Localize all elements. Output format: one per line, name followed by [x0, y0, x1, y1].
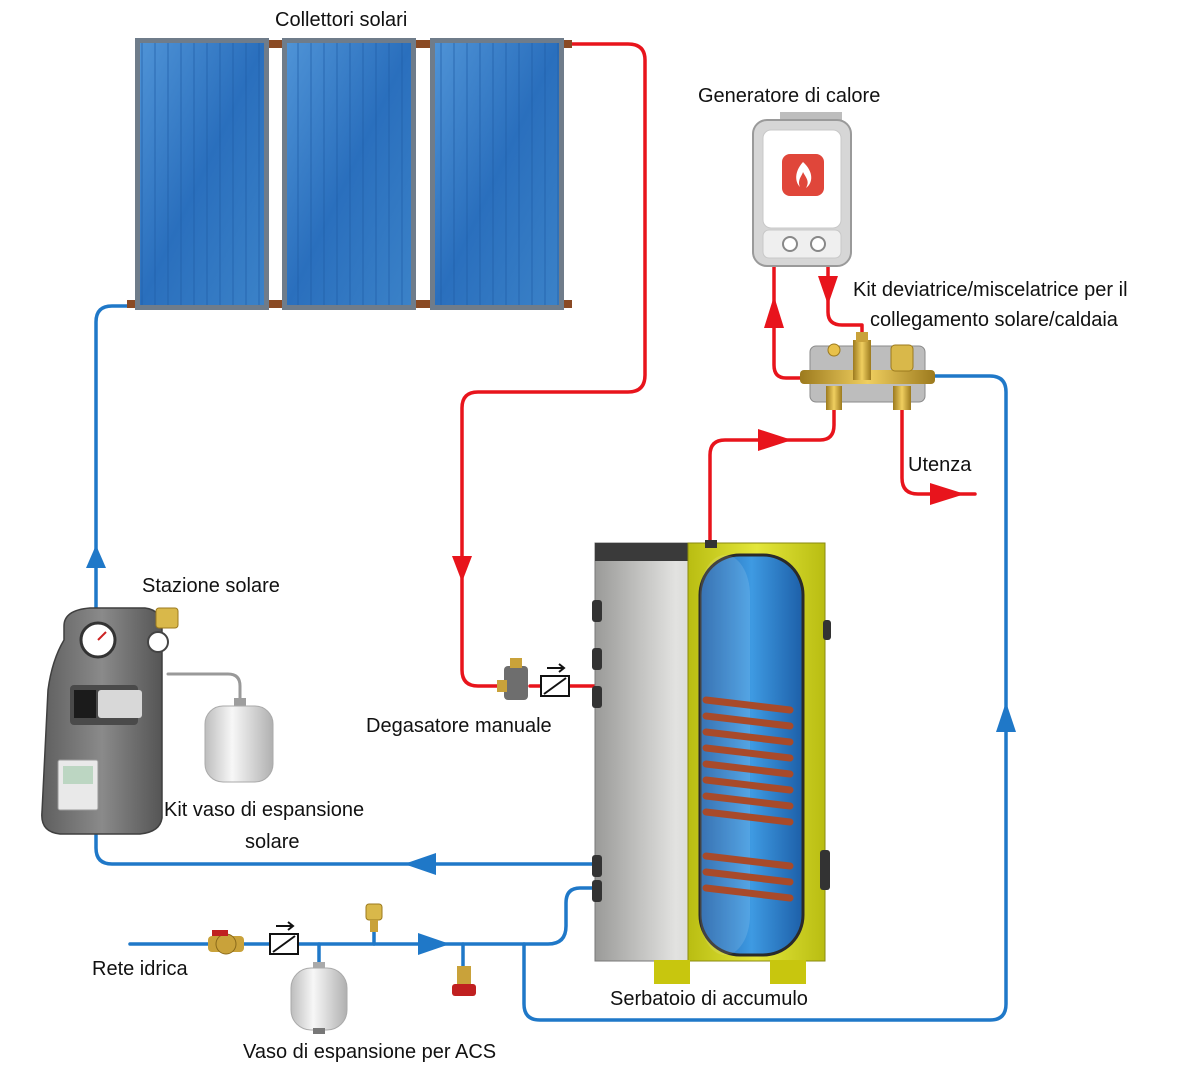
arrow-left-return	[404, 853, 436, 875]
pipe-station-to-collectors	[94, 304, 137, 612]
collector-panel-1	[135, 38, 269, 310]
label-kit-line1: Kit deviatrice/miscelatrice per il	[853, 279, 1128, 301]
acs-vessel-icon	[290, 962, 348, 1034]
ball-valve-icon	[208, 930, 244, 955]
arrow-right-utenza	[930, 483, 965, 505]
mixing-valve-icon	[800, 332, 935, 410]
label-solar-station: Stazione solare	[142, 575, 280, 597]
drain-valve-icon	[452, 966, 476, 996]
flow-arrows	[86, 276, 1016, 955]
arrow-up-station	[86, 545, 106, 568]
boiler-icon	[752, 112, 852, 267]
arrow-right-mains	[418, 933, 450, 955]
collector-panel-3	[430, 38, 564, 310]
collector-panel-2	[282, 38, 416, 310]
pipe-tank-to-kit	[708, 403, 836, 547]
label-generator: Generatore di calore	[698, 85, 881, 107]
label-tank: Serbatoio di accumulo	[610, 988, 808, 1010]
label-exp-kit-line2: solare	[245, 831, 300, 853]
coil	[702, 696, 794, 902]
storage-tank-icon	[592, 540, 831, 984]
check-valve-acs-icon	[269, 921, 299, 955]
check-valve-icon	[540, 663, 570, 697]
cold-pipes	[94, 304, 1008, 1022]
arrow-down-hot	[452, 556, 472, 582]
safety-valve-icon	[365, 903, 383, 932]
arrow-up-cold-kit	[996, 702, 1016, 732]
solar-panel-icon	[127, 38, 572, 310]
pipe-kit-to-boiler	[772, 260, 802, 380]
arrow-down-kit	[818, 276, 838, 305]
label-water-mains: Rete idrica	[92, 958, 188, 980]
label-utenza: Utenza	[908, 454, 972, 476]
arrow-right-tank-kit	[758, 429, 792, 451]
pump-station-icon	[41, 607, 179, 835]
arrow-up-boiler	[764, 296, 784, 328]
pipe-boiler-to-kit	[826, 260, 864, 344]
label-exp-kit-line1: Kit vaso di espansione	[164, 799, 365, 821]
pipe-water-mains	[128, 886, 599, 946]
label-collectors: Collettori solari	[275, 9, 408, 31]
expansion-vessel-icon	[204, 698, 274, 783]
label-degasser: Degasatore manuale	[366, 715, 552, 737]
pipe-collector-to-tank	[460, 42, 647, 688]
pipe-cold-to-kit	[522, 374, 1008, 1022]
pipe-station-to-exp	[166, 672, 242, 702]
flame-icon	[782, 154, 824, 196]
label-kit-line2: collegamento solare/caldaia	[870, 309, 1118, 331]
pipe-kit-to-utenza	[900, 408, 977, 496]
degasser-icon	[497, 658, 528, 700]
pipe-tank-to-station	[94, 833, 597, 866]
label-acs-vessel: Vaso di espansione per ACS	[243, 1041, 497, 1063]
